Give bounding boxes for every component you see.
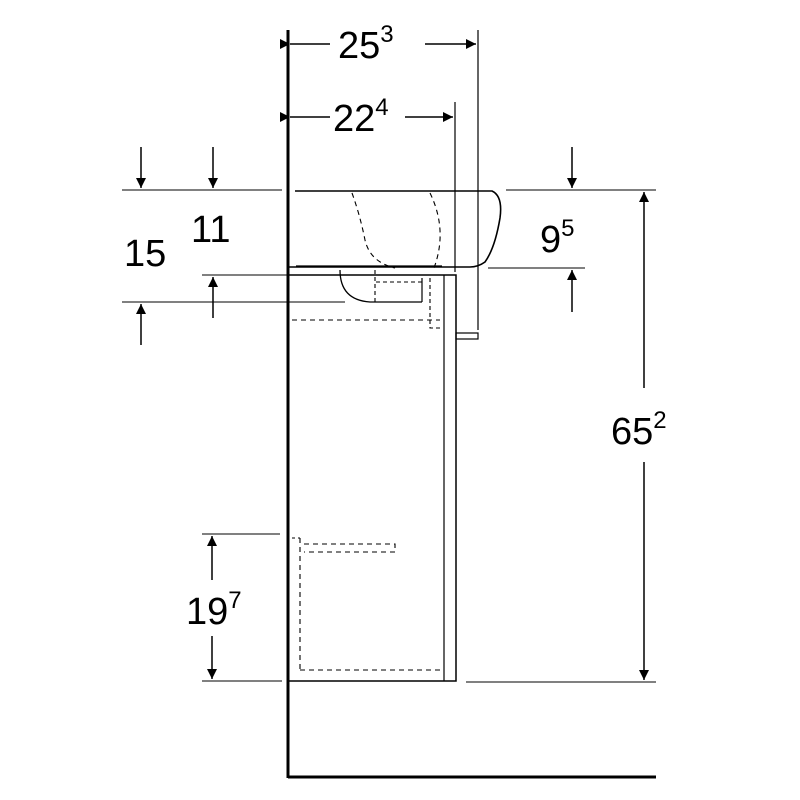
label-top-to-bowl-bottom: 15: [124, 233, 166, 275]
dim-basin-depth: [280, 102, 456, 272]
label-top-to-drain: 11: [191, 209, 230, 251]
washbasin: [288, 190, 502, 303]
label-shelf-height: 197: [186, 587, 242, 633]
dim-overall-depth: [280, 30, 479, 330]
label-total-height: 652: [611, 407, 667, 453]
label-overall-depth: 253: [338, 21, 394, 67]
label-basin-depth: 224: [333, 94, 389, 140]
label-basin-rim-height: 95: [540, 215, 575, 261]
vanity-cabinet: [287, 274, 479, 682]
